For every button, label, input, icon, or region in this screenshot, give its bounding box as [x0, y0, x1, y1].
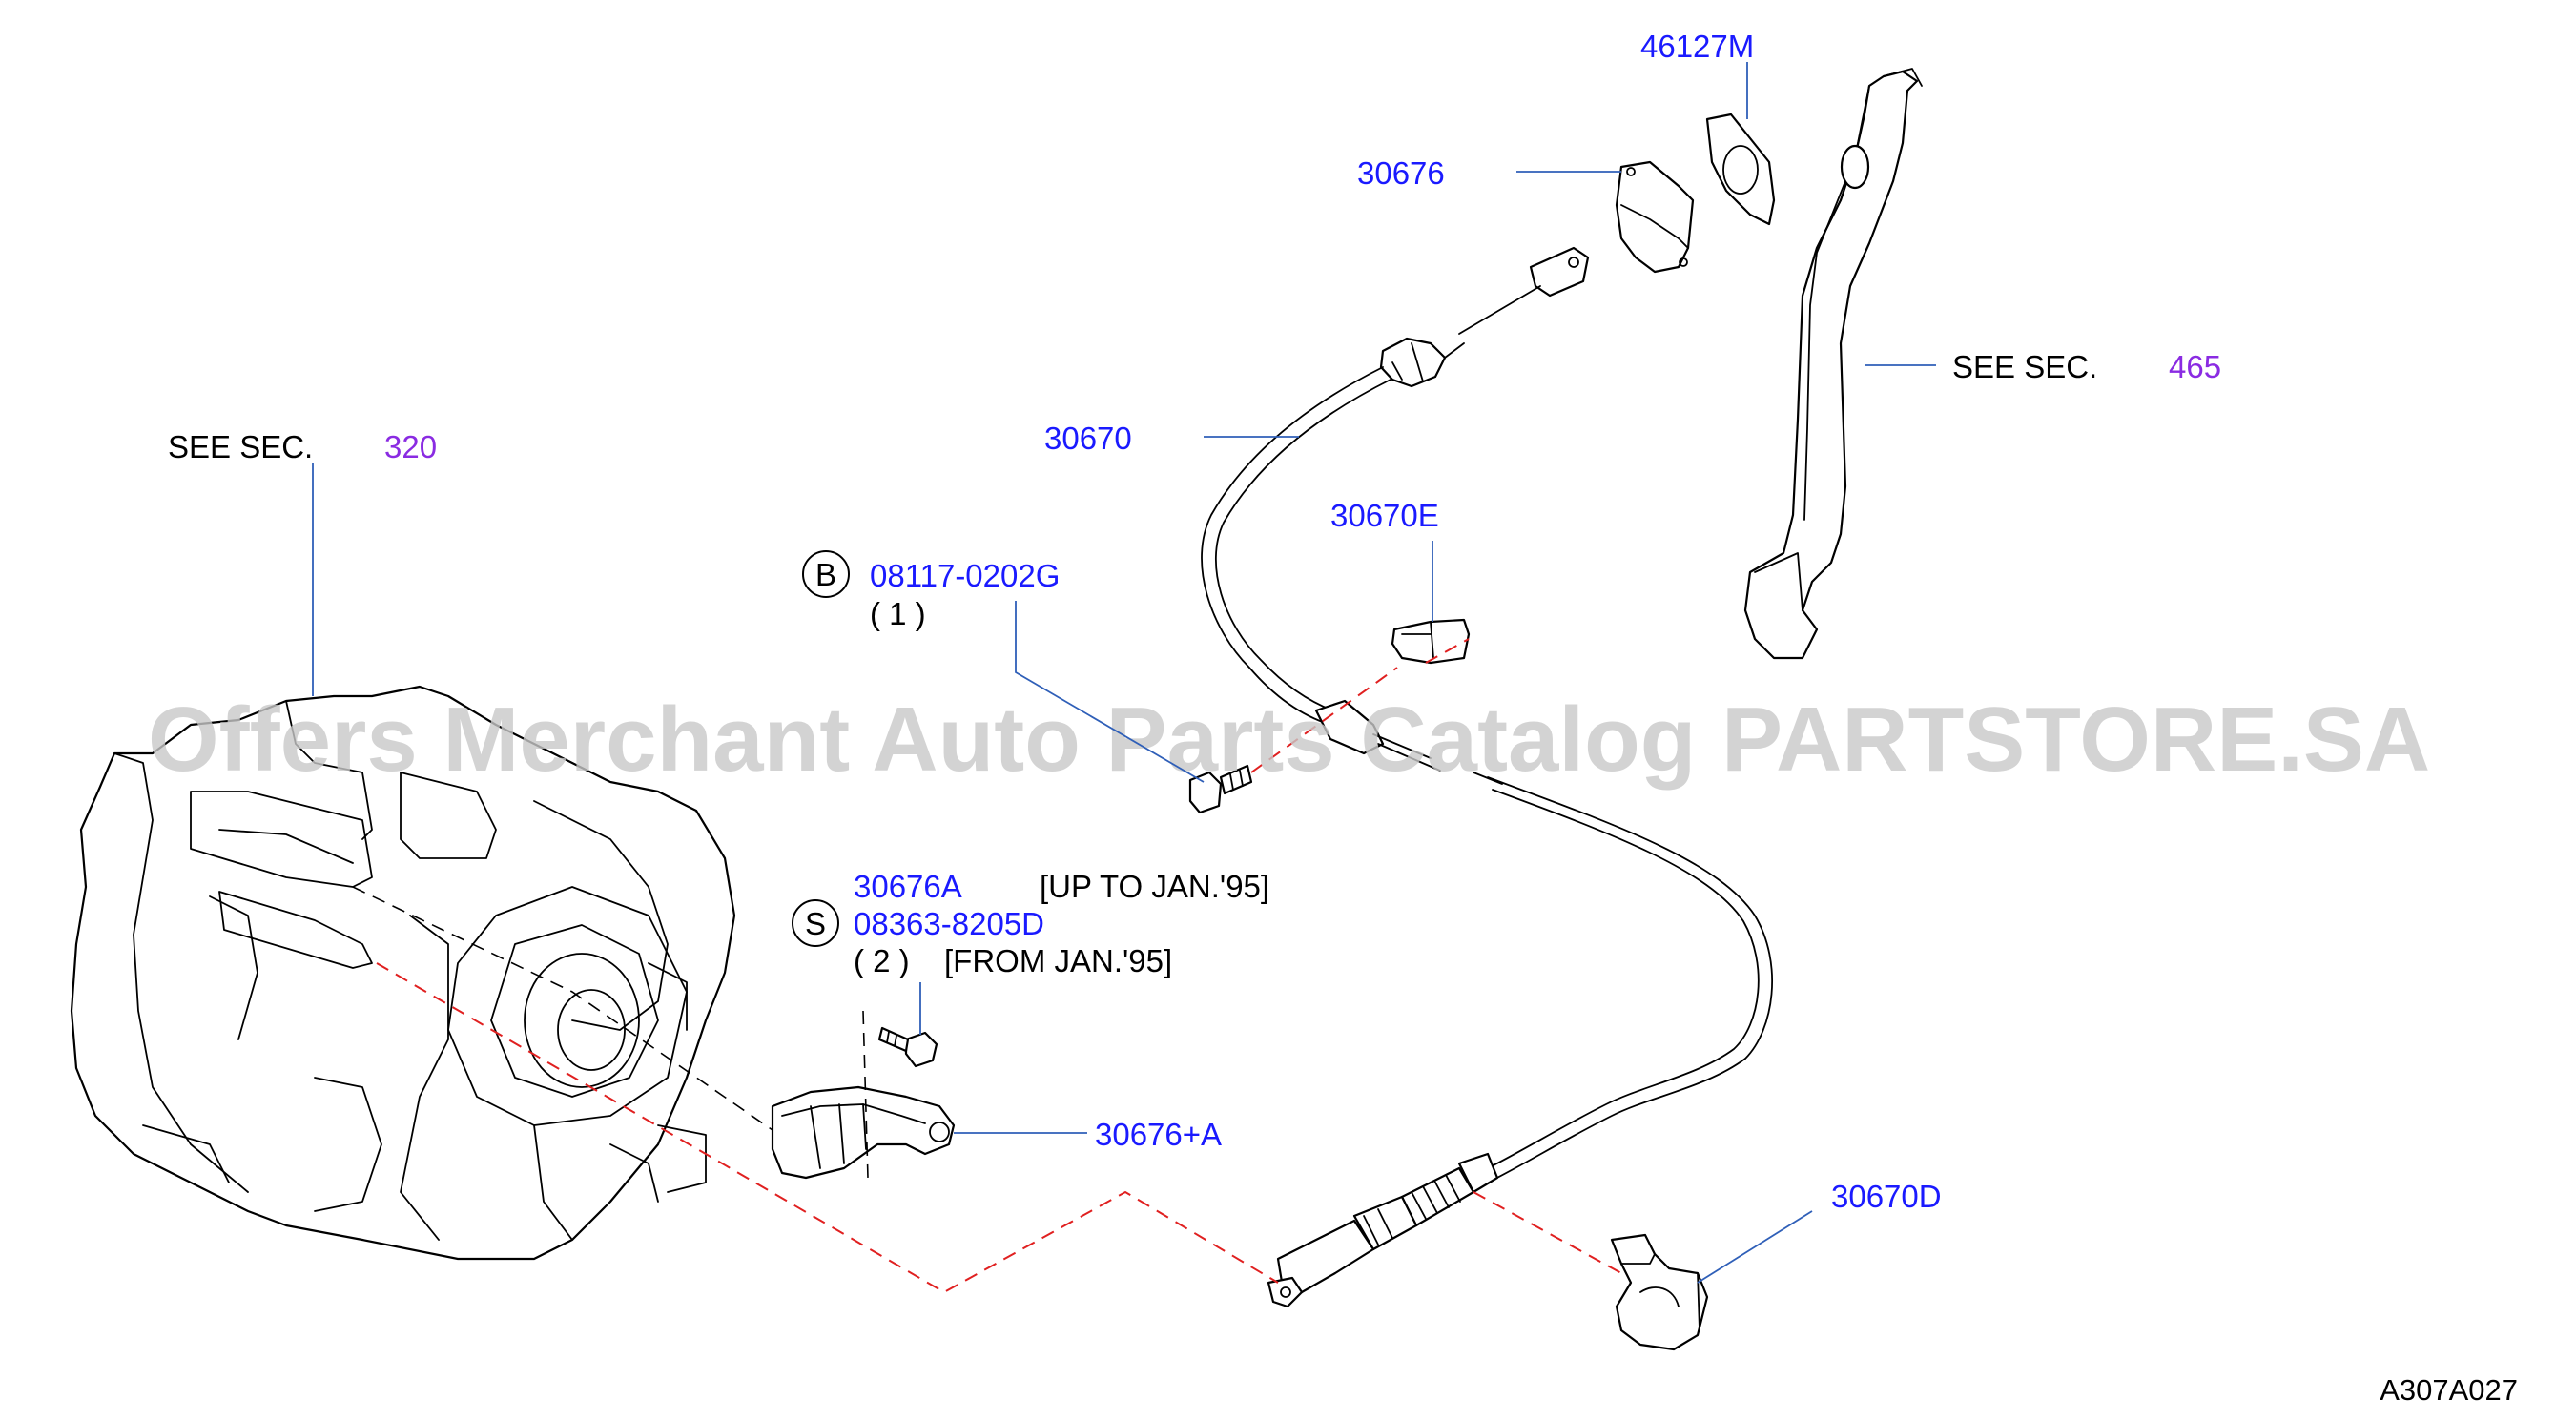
label-08117-0202G[interactable]: 08117-0202G — [870, 558, 1060, 593]
bracket-30676 — [1615, 160, 1695, 274]
label-30670D[interactable]: 30670D — [1831, 1179, 1942, 1214]
watermark-text: Offers Merchant Auto Parts Catalog PARTS… — [148, 689, 2430, 791]
screw-08363-8205D — [877, 1026, 938, 1068]
bolt-08117-0202G — [1188, 764, 1253, 814]
figure-code: A307A027 — [2380, 1373, 2518, 1407]
note-30676A: [UP TO JAN.'95] — [1040, 869, 1269, 904]
label-08363-8205D[interactable]: 08363-8205D — [854, 906, 1044, 941]
note-08363-8205D: [FROM JAN.'95] — [944, 943, 1172, 978]
see-sec-label-right: SEE SEC. — [1952, 349, 2097, 384]
marker-b-letter: B — [815, 557, 836, 592]
clutch-pedal — [1743, 68, 1923, 660]
label-30670[interactable]: 30670 — [1044, 421, 1132, 456]
label-30676plusA[interactable]: 30676+A — [1095, 1117, 1222, 1152]
label-30676[interactable]: 30676 — [1357, 155, 1445, 191]
see-sec-label-left: SEE SEC. — [168, 429, 313, 464]
qty-08363-8205D: ( 2 ) — [854, 943, 910, 978]
leader-lines — [312, 62, 1936, 1284]
marker-s-letter: S — [805, 906, 826, 941]
qty-08117-0202G: ( 1 ) — [870, 596, 926, 631]
ref-sec-320[interactable]: 320 — [384, 429, 437, 464]
marker-b: B — [802, 550, 850, 598]
clutch-cable-30670 — [1201, 246, 1774, 1308]
part-labels: 46127M 30676 30670 30670E 08117-0202G ( … — [168, 29, 2518, 1407]
label-30676A[interactable]: 30676A — [854, 869, 962, 904]
ref-sec-465[interactable]: 465 — [2169, 349, 2221, 384]
transmission-housing — [70, 685, 736, 1261]
marker-s: S — [792, 899, 839, 947]
label-46127M[interactable]: 46127M — [1640, 29, 1754, 64]
clip-30670E — [1391, 618, 1471, 665]
label-30670E[interactable]: 30670E — [1330, 498, 1439, 533]
holder-30670D — [1610, 1233, 1709, 1351]
assembly-dash-lines — [352, 638, 1622, 1294]
gasket-46127M — [1705, 113, 1776, 226]
bracket-30676plusA — [771, 1010, 956, 1180]
